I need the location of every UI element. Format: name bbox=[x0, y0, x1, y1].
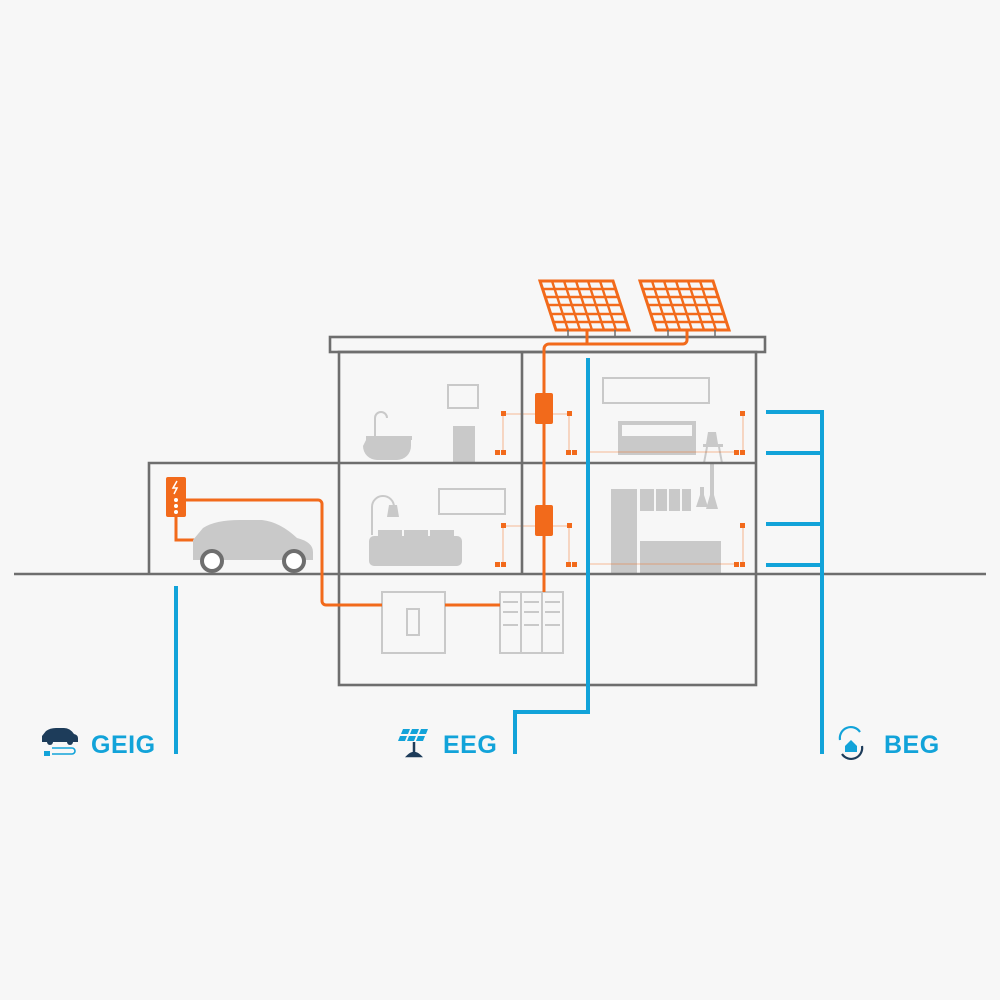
living-picture bbox=[438, 488, 506, 515]
bedroom-picture bbox=[602, 377, 710, 404]
electric-car-plug-icon bbox=[42, 728, 78, 756]
eeg-line bbox=[513, 358, 590, 754]
beg-line bbox=[766, 410, 824, 754]
sofa bbox=[369, 530, 462, 566]
battery-bolt-icon bbox=[406, 608, 420, 636]
distribution-cabinet bbox=[499, 591, 564, 654]
building-structure bbox=[14, 335, 986, 687]
geig-label: GEIG bbox=[91, 731, 156, 759]
room-wiring bbox=[502, 413, 744, 565]
beg-label: BEG bbox=[884, 731, 940, 759]
wallbox-cable bbox=[186, 498, 382, 607]
meters bbox=[535, 393, 553, 536]
floor-lamp bbox=[371, 495, 399, 535]
sockets bbox=[495, 411, 745, 567]
car-cable bbox=[174, 517, 200, 542]
bed bbox=[618, 421, 696, 455]
furniture bbox=[363, 377, 723, 573]
battery-storage bbox=[381, 591, 446, 654]
bathtub bbox=[363, 411, 412, 460]
pv-cable bbox=[542, 330, 689, 592]
charging-station-icon bbox=[166, 477, 186, 517]
solar-panel-icon bbox=[398, 729, 428, 758]
electric-car bbox=[193, 520, 313, 573]
solar-panel bbox=[537, 279, 632, 332]
panel-mounts bbox=[567, 330, 716, 337]
power-cables bbox=[174, 330, 689, 607]
bath-mirror bbox=[447, 384, 479, 409]
bath-cabinet bbox=[453, 426, 475, 462]
solar-panels bbox=[537, 279, 732, 332]
basement-equipment bbox=[381, 591, 564, 654]
house-recycle-icon bbox=[838, 725, 864, 761]
eeg-label: EEG bbox=[443, 731, 498, 759]
law-lines bbox=[174, 358, 824, 754]
bedside-lamp bbox=[703, 432, 723, 509]
solar-panel bbox=[637, 279, 732, 332]
garage bbox=[147, 461, 339, 574]
house-outline bbox=[337, 350, 758, 687]
kitchen bbox=[611, 487, 721, 573]
